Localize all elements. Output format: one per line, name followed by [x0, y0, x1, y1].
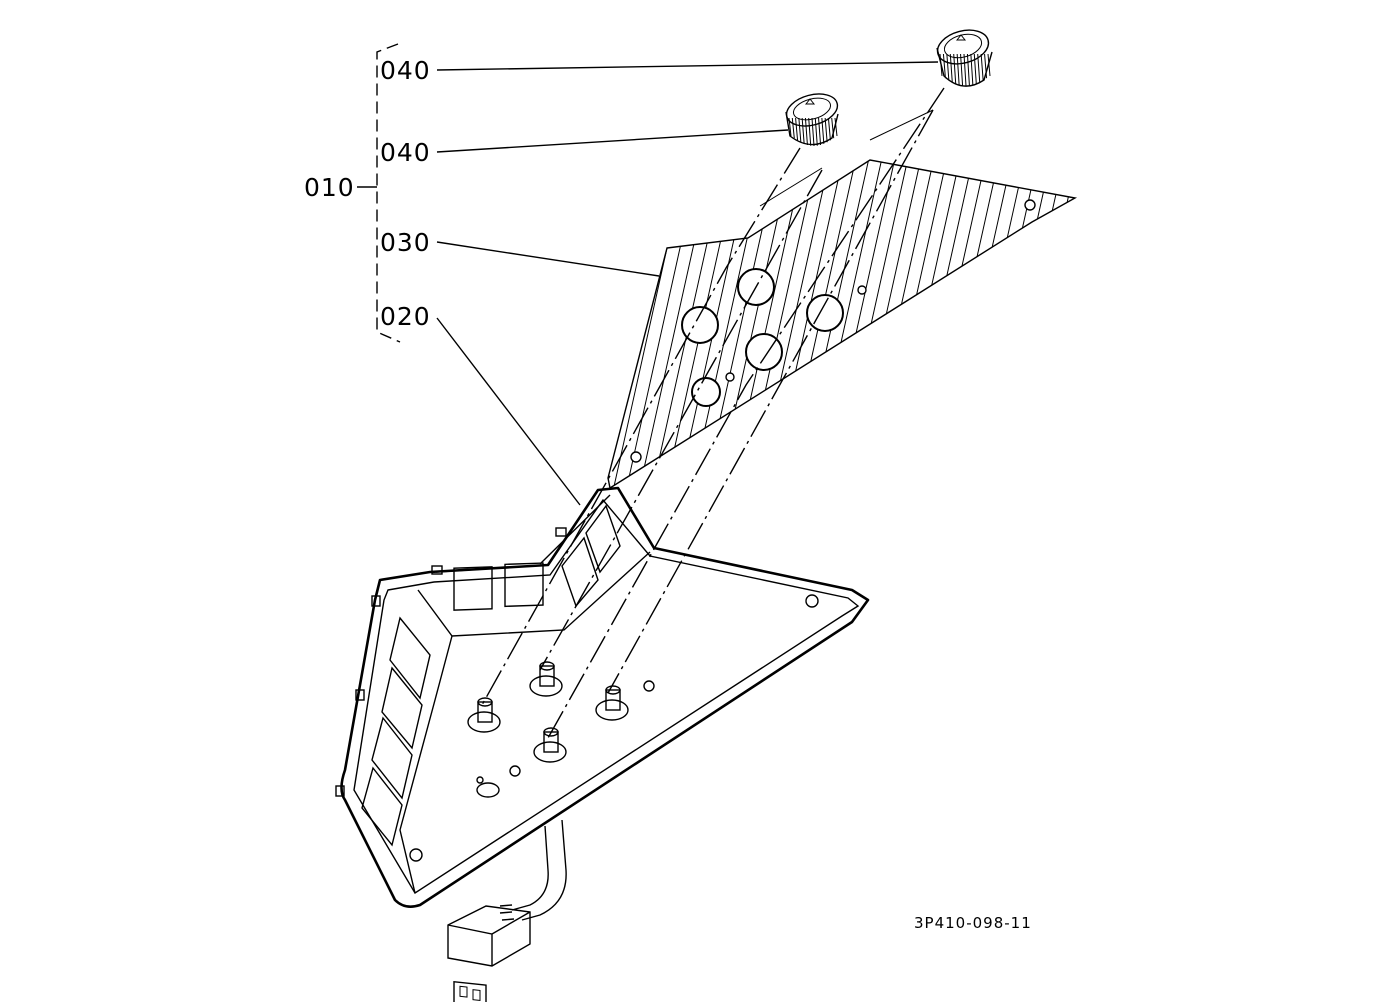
label-sheet-030: [607, 159, 1078, 490]
knob-upper-040: [936, 29, 993, 87]
switch-2: [529, 661, 563, 697]
switch-1: [467, 697, 501, 733]
label-040-lower: 040: [380, 138, 431, 167]
switch-4: [595, 685, 629, 721]
label-010: 010: [304, 173, 355, 202]
drawing-code: 3P410-098-11: [914, 914, 1032, 932]
knob-lower-040: [785, 93, 839, 147]
label-030: 030: [380, 228, 431, 257]
label-020: 020: [380, 302, 431, 331]
indicator-socket: [476, 776, 500, 798]
wire-harness: [499, 819, 567, 921]
center-lines: [481, 87, 945, 739]
switch-3: [533, 727, 567, 763]
label-040-upper: 040: [380, 56, 431, 85]
panel-020: [335, 486, 870, 908]
assembly-bracket: [357, 43, 401, 343]
connector: [447, 905, 531, 1007]
leader-lines: [436, 61, 939, 506]
